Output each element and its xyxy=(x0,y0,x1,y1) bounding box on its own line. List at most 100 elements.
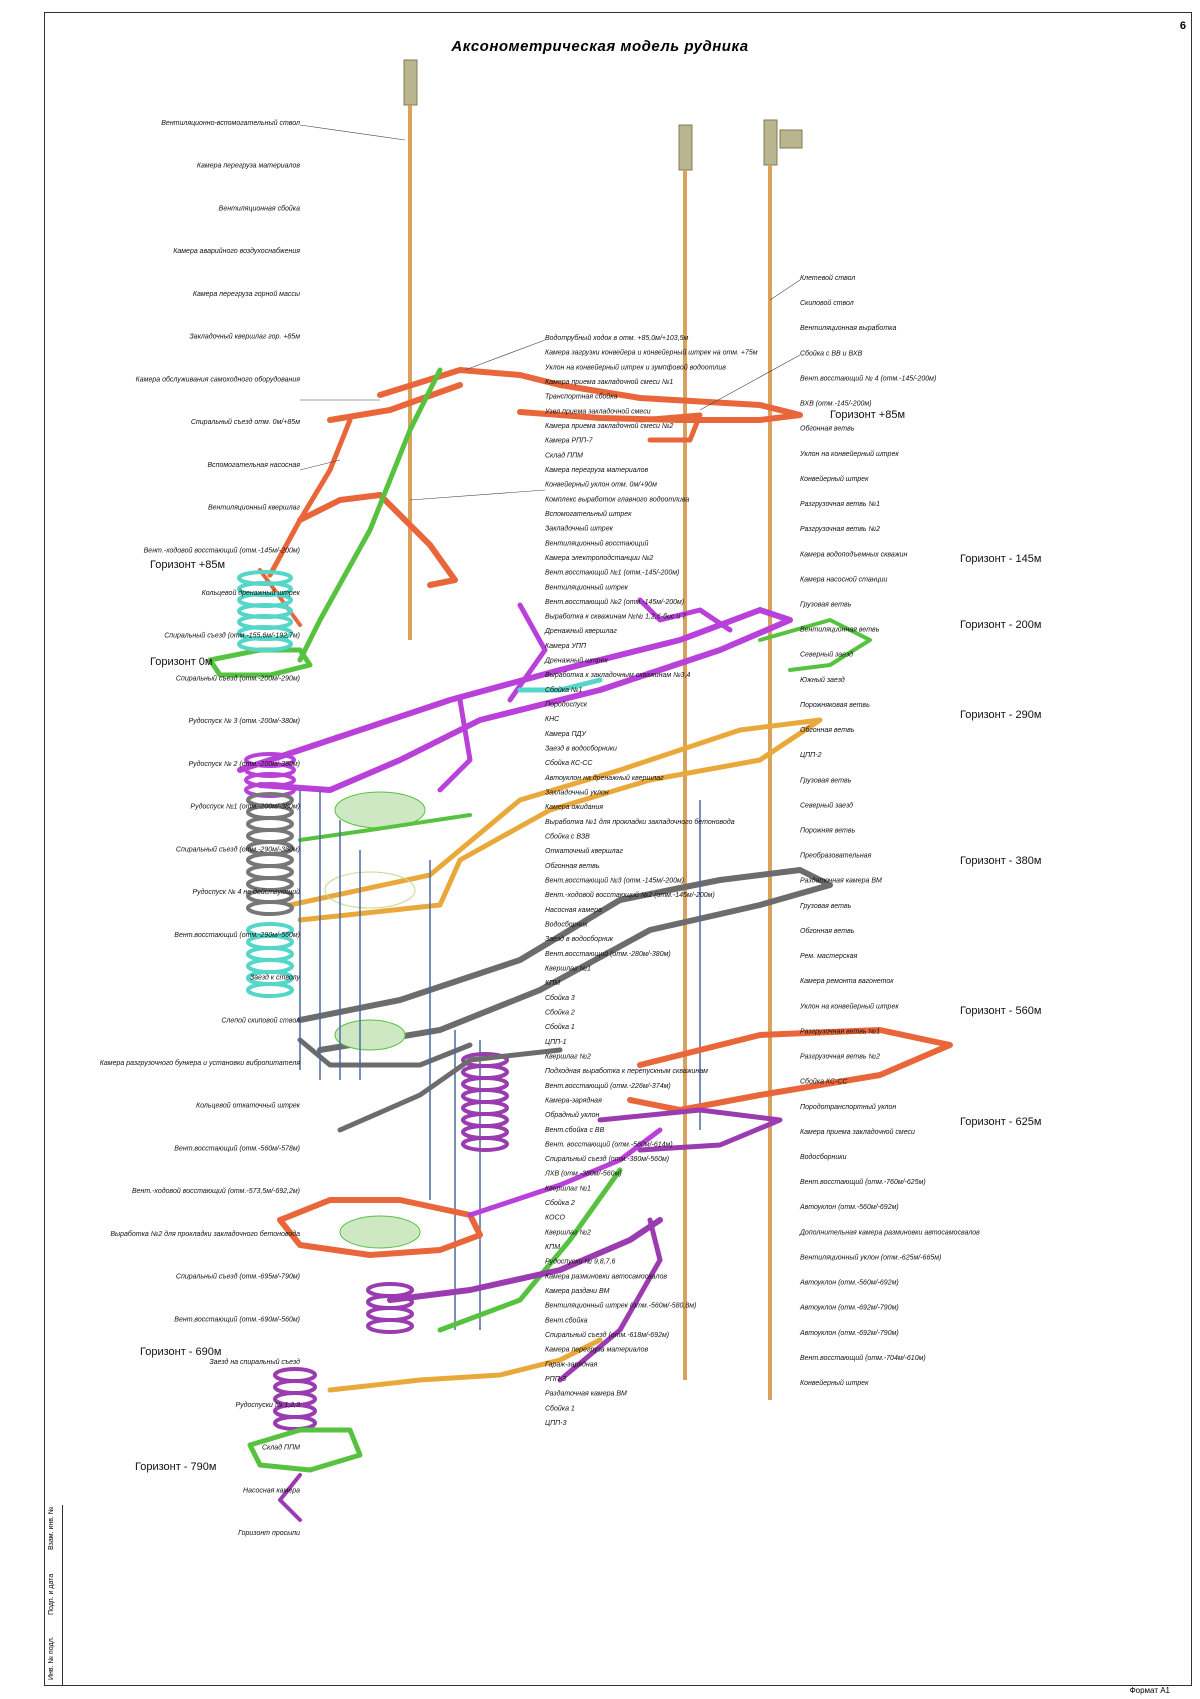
annotation-label: Камера насосной станции xyxy=(800,575,888,583)
annotation-label: Сбойка №1 xyxy=(545,686,583,694)
annotation-label: Уклон на конвейерный штрек xyxy=(799,450,899,458)
service-chamber xyxy=(297,492,383,523)
annotation-label: Комплекс выработок главного водоотлива xyxy=(545,495,689,503)
annotation-label: Конвейерный штрек xyxy=(800,475,869,483)
annotation-label: Камера раздачи ВМ xyxy=(545,1287,610,1295)
annotation-label: Уклон на конвейерный штрек xyxy=(799,1002,899,1010)
annotation-label: Дополнительная камера разминовки автосам… xyxy=(799,1229,980,1236)
annotation-label: Вент.восстающий (отм.-760м/-625м) xyxy=(800,1178,926,1186)
annotation-label: Камера ПДУ xyxy=(545,731,587,738)
annotation-label: Гараж-зарядная xyxy=(545,1360,598,1368)
conveyor-incline xyxy=(297,367,443,663)
annotation-label: Заезд к стволу xyxy=(250,974,301,982)
annotation-label: Водосборники xyxy=(800,1153,847,1161)
annotation-label: Камера УПП xyxy=(545,643,587,650)
leader-line xyxy=(699,354,801,411)
spiral-ramp-0-85 xyxy=(237,636,293,652)
annotation-label: Квершлаг №2 xyxy=(545,1229,591,1236)
annotation-label: Обгонная ветвь xyxy=(800,927,855,935)
annotation-label: Рудоспуск №1 (отм.-200м/-380м) xyxy=(190,803,300,811)
annotation-label: Транспортная сбойка xyxy=(545,393,618,401)
annotation-label: Рудоспуск № 3 (отм.-200м/-380м) xyxy=(188,717,300,725)
annotation-label: Вентиляционный штрек xyxy=(545,583,629,591)
annotation-label: Спиральный съезд отм. 0м/+85м xyxy=(191,418,300,426)
annotation-label: ЛХВ (отм.-380м/-560м) xyxy=(544,1171,622,1178)
annotation-label: Преобразовательная xyxy=(800,852,872,860)
annotation-label: Вент. восстающий (отм.-560м/-614м) xyxy=(545,1140,673,1148)
annotation-label: Камера приема закладочной смеси №1 xyxy=(545,378,673,386)
annotation-label: Автоуклон (отм.-692м/-790м) xyxy=(799,1330,899,1337)
level-625-drift xyxy=(597,1107,783,1153)
annotation-label: Спиральный съезд (отм.-155,6м/-192,7м) xyxy=(164,632,300,640)
vent-drift xyxy=(507,602,548,703)
annotation-label: Заезд в водосборник xyxy=(545,935,614,943)
annotation-label: Порожняковая ветвь xyxy=(800,702,870,709)
annotation-label: Грузовая ветвь xyxy=(800,777,852,784)
annotation-label: Обгонная ветвь xyxy=(800,425,855,433)
drainage-crosscut xyxy=(437,697,473,793)
horizon-label: Горизонт - 200м xyxy=(960,619,1041,631)
annotation-label: Камера обслуживания самоходного оборудов… xyxy=(136,375,301,383)
annotation-label: Порожняя ветвь xyxy=(800,828,855,835)
leader-line xyxy=(299,124,406,141)
annotation-label: Сбойка 2 xyxy=(545,1199,575,1207)
annotation-label: Сбойка 2 xyxy=(545,1009,575,1017)
annotation-label: Конвейерный штрек xyxy=(800,1379,869,1387)
annotation-label: Камера РПП-7 xyxy=(545,438,594,445)
annotation-label: Вент.восстающий (отм.-280м/-380м) xyxy=(545,950,671,958)
level-200-conveyor xyxy=(758,618,872,672)
horizon-label: Горизонт - 560м xyxy=(960,1005,1041,1017)
annotation-label: ЦПП-3 xyxy=(545,1420,567,1427)
annotation-label: Вент.-ходовой восстающий №2 (отм.-145м/-… xyxy=(545,891,715,899)
annotation-label: Слепой скиповой ствол xyxy=(221,1016,300,1024)
annotation-label: Вентиляционный квершлаг xyxy=(208,504,301,512)
orebody-290 xyxy=(324,871,416,909)
annotation-label: КНС xyxy=(545,716,560,723)
annotation-label: Спиральный съезд (отм.-200м/-290м) xyxy=(176,675,300,683)
annotation-label: Камера водоподъемных скважин xyxy=(800,550,908,558)
annotation-label: Вентиляционная сбойка xyxy=(219,205,300,213)
vent-raise-link xyxy=(637,597,733,633)
annotation-label: ЦПП-1 xyxy=(545,1039,567,1046)
annotation-label: КОСО xyxy=(545,1215,565,1222)
annotation-label: Сбойка КС-СС xyxy=(545,759,593,767)
annotation-label: Вент.восстающий (отм.-704м/-610м) xyxy=(800,1354,926,1362)
annotation-label: Автоуклон на дренажный квершлаг xyxy=(544,774,664,782)
annotation-label: Сбойка 3 xyxy=(545,994,575,1002)
auxiliary-drift xyxy=(377,492,458,588)
annotation-label: Выработка к скважинам №№ 1,2,6-бис и 7 xyxy=(545,613,687,621)
page-title: Аксонометрическая модель рудника xyxy=(451,38,749,55)
annotation-label: Рудоспуск № 2 (отм.-200м/-380м) xyxy=(188,760,300,768)
annotation-label: Вентиляционный уклон (отм.-625м/-665м) xyxy=(800,1253,941,1261)
annotation-label: Кольцевой откаточный штрек xyxy=(196,1102,301,1110)
level-380-drift xyxy=(297,867,833,1053)
leader-line xyxy=(769,279,801,301)
autoramp-692 xyxy=(387,1217,663,1303)
annotation-label: Разгрузочная ветвь №2 xyxy=(800,1054,880,1061)
annotation-label: Водосборник xyxy=(545,921,588,929)
level-380-loop xyxy=(297,1037,473,1068)
horizon-label: Горизонт - 145м xyxy=(960,553,1041,565)
side-stamp: Инв. № подл. Подп. и дата Взам. инв. № xyxy=(44,1505,63,1685)
annotation-label: Северный заезд xyxy=(800,651,853,659)
spiral-ramp-695-790 xyxy=(273,1415,317,1431)
annotation-label: КПМ xyxy=(545,980,560,987)
annotation-label: Породотранспортный уклон xyxy=(800,1103,896,1111)
annotation-label: Рем. мастерская xyxy=(800,953,858,960)
level-0-drift xyxy=(207,647,313,678)
annotation-label: Спиральный съезд (отм.-695м/-790м) xyxy=(176,1273,300,1281)
horizon-label: Горизонт - 790м xyxy=(135,1461,216,1473)
annotation-label: Склад ППМ xyxy=(262,1444,300,1452)
leader-line xyxy=(409,489,546,501)
annotation-label: Камера перегруза материалов xyxy=(545,467,648,474)
annotation-label: Насосная камера xyxy=(243,1487,300,1494)
annotation-label: Раздаточная камера ВМ xyxy=(800,877,882,885)
annotation-label: Клетевой ствол xyxy=(800,274,855,282)
level-145-drift xyxy=(237,607,793,793)
annotation-label: Вентиляционный восстающий xyxy=(545,539,648,547)
annotation-label: Квершлаг №1 xyxy=(545,966,591,973)
horizon-label: Горизонт - 690м xyxy=(140,1346,221,1358)
level-560-drift xyxy=(627,1027,953,1113)
annotation-label: Северный заезд xyxy=(800,801,853,809)
